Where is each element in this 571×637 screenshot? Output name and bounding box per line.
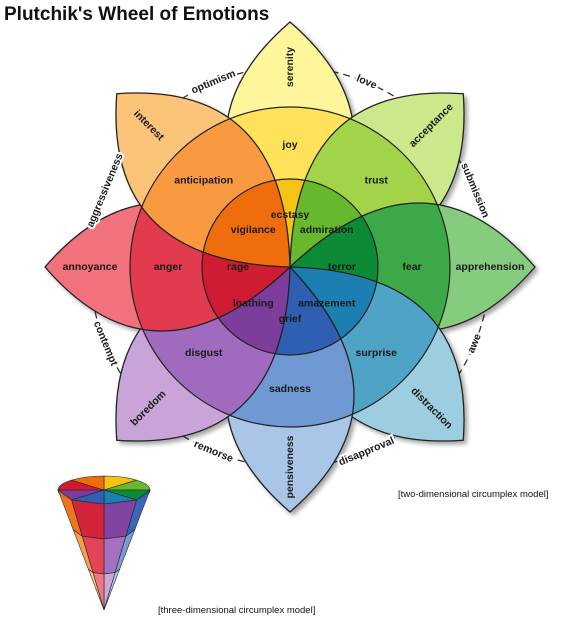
dyad-optimism: optimism [190, 68, 238, 97]
label-rage: rage [227, 261, 249, 273]
label-annoyance: annoyance [63, 261, 118, 273]
label-loathing: loathing [233, 298, 274, 310]
band-divider [226, 267, 354, 428]
band-divider [226, 106, 354, 267]
dyad-awe: awe [465, 332, 484, 355]
band-divider [226, 267, 354, 356]
label-grief: grief [279, 313, 302, 325]
band-divider [226, 178, 354, 267]
band-divider [244, 221, 379, 356]
petals-group [44, 21, 536, 513]
label-anger: anger [154, 261, 183, 273]
label-disgust: disgust [185, 347, 223, 359]
cone-top-sector [70, 475, 105, 491]
dyad-submission: submission [458, 161, 491, 220]
label-trust: trust [365, 175, 389, 187]
label-joy: joy [281, 139, 297, 151]
diagram-title: Plutchik's Wheel of Emotions [4, 4, 269, 25]
label-surprise: surprise [356, 347, 398, 359]
label-admiration: admiration [300, 224, 354, 236]
label-vigilance: vigilance [231, 224, 276, 236]
band-divider [244, 106, 451, 313]
band-divider [201, 221, 336, 356]
band-divider [290, 203, 451, 331]
dyad-contempt: contempt [91, 319, 120, 368]
label-fear: fear [402, 261, 421, 273]
three-d-cone [57, 475, 151, 611]
cone-panel [87, 568, 105, 611]
dyad-love: love [355, 72, 379, 91]
caption-3d: [three-dimensional circumplex model] [158, 605, 315, 616]
caption-2d: [two-dimensional circumplex model] [398, 489, 548, 500]
band-divider [201, 178, 336, 313]
cone-panel [103, 572, 116, 611]
label-apprehension: apprehension [456, 261, 525, 273]
band-divider [201, 203, 290, 331]
label-serenity: serenity [284, 47, 296, 87]
band-divider [244, 178, 379, 313]
band-divider [129, 106, 336, 313]
label-pensiveness: pensiveness [284, 435, 296, 498]
label-amazement: amazement [298, 298, 356, 310]
label-ecstasy: ecstasy [271, 209, 310, 221]
label-anticipation: anticipation [174, 175, 233, 187]
petal-outline [115, 92, 291, 268]
label-terror: terror [328, 261, 356, 273]
label-sadness: sadness [269, 383, 311, 395]
band-divider [290, 203, 379, 331]
dyad-remorse: remorse [192, 438, 235, 465]
band-divider [129, 203, 290, 331]
